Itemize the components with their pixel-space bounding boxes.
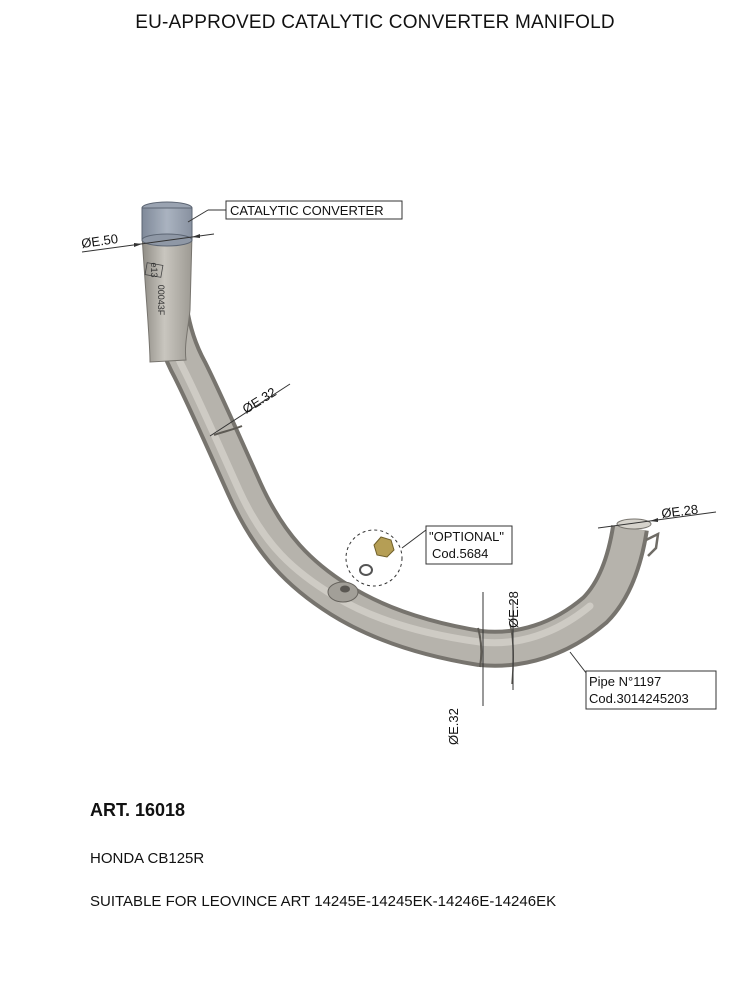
optional-washer: [359, 564, 373, 576]
callout-pipe: Pipe N°1197: [589, 674, 661, 689]
homologation-stamp-box: [144, 262, 164, 278]
vehicle-model: HONDA CB125R: [90, 850, 205, 867]
pipe-joint-lower: [477, 627, 483, 668]
callout-leader-optional: [401, 529, 427, 549]
dim-inlet-diameter: ØE.50: [80, 231, 119, 251]
outlet-bracket: [645, 531, 660, 557]
dim-arrow-inlet-right: [192, 234, 200, 238]
dim-lower-diameter: ØE.32: [446, 708, 461, 745]
callout-optional-code: Cod.5684: [432, 546, 488, 561]
optional-detail-circle: [345, 529, 403, 587]
homologation-mark: e13: [149, 262, 159, 277]
dim-line-upper: [209, 383, 291, 437]
pipe-joint-upper: [213, 425, 243, 436]
outlet-opening: [616, 518, 652, 530]
callout-pipe-code: Cod.3014245203: [589, 691, 689, 706]
callout-optional: "OPTIONAL": [429, 529, 504, 544]
dim-arrow-outlet: [650, 518, 658, 522]
manifold-pipe-shading: [151, 239, 645, 664]
sensor-boss-hole: [340, 585, 350, 593]
dim-upper-diameter: ØE.32: [240, 384, 279, 416]
optional-plug-nut: [373, 536, 395, 558]
page-title: EU-APPROVED CATALYTIC CONVERTER MANIFOLD: [135, 12, 615, 33]
callout-box-pipe: [585, 670, 717, 710]
dim-outlet-diameter: ØE.28: [661, 502, 699, 521]
callout-leader-catalytic: [187, 209, 209, 223]
compatibility-note: SUITABLE FOR LEOVINCE ART 14245E-14245EK…: [90, 893, 557, 910]
inlet-cone: [141, 234, 193, 363]
article-number: ART. 16018: [90, 800, 186, 820]
callout-box-catalytic: [225, 200, 403, 220]
callout-catalytic-converter: CATALYTIC CONVERTER: [230, 203, 384, 218]
dim-arrow-inlet-left: [134, 243, 142, 247]
callout-box-optional: [425, 525, 513, 565]
dim-mid-diameter: ØE.28: [506, 591, 521, 628]
homologation-number: 00043F: [156, 285, 166, 316]
